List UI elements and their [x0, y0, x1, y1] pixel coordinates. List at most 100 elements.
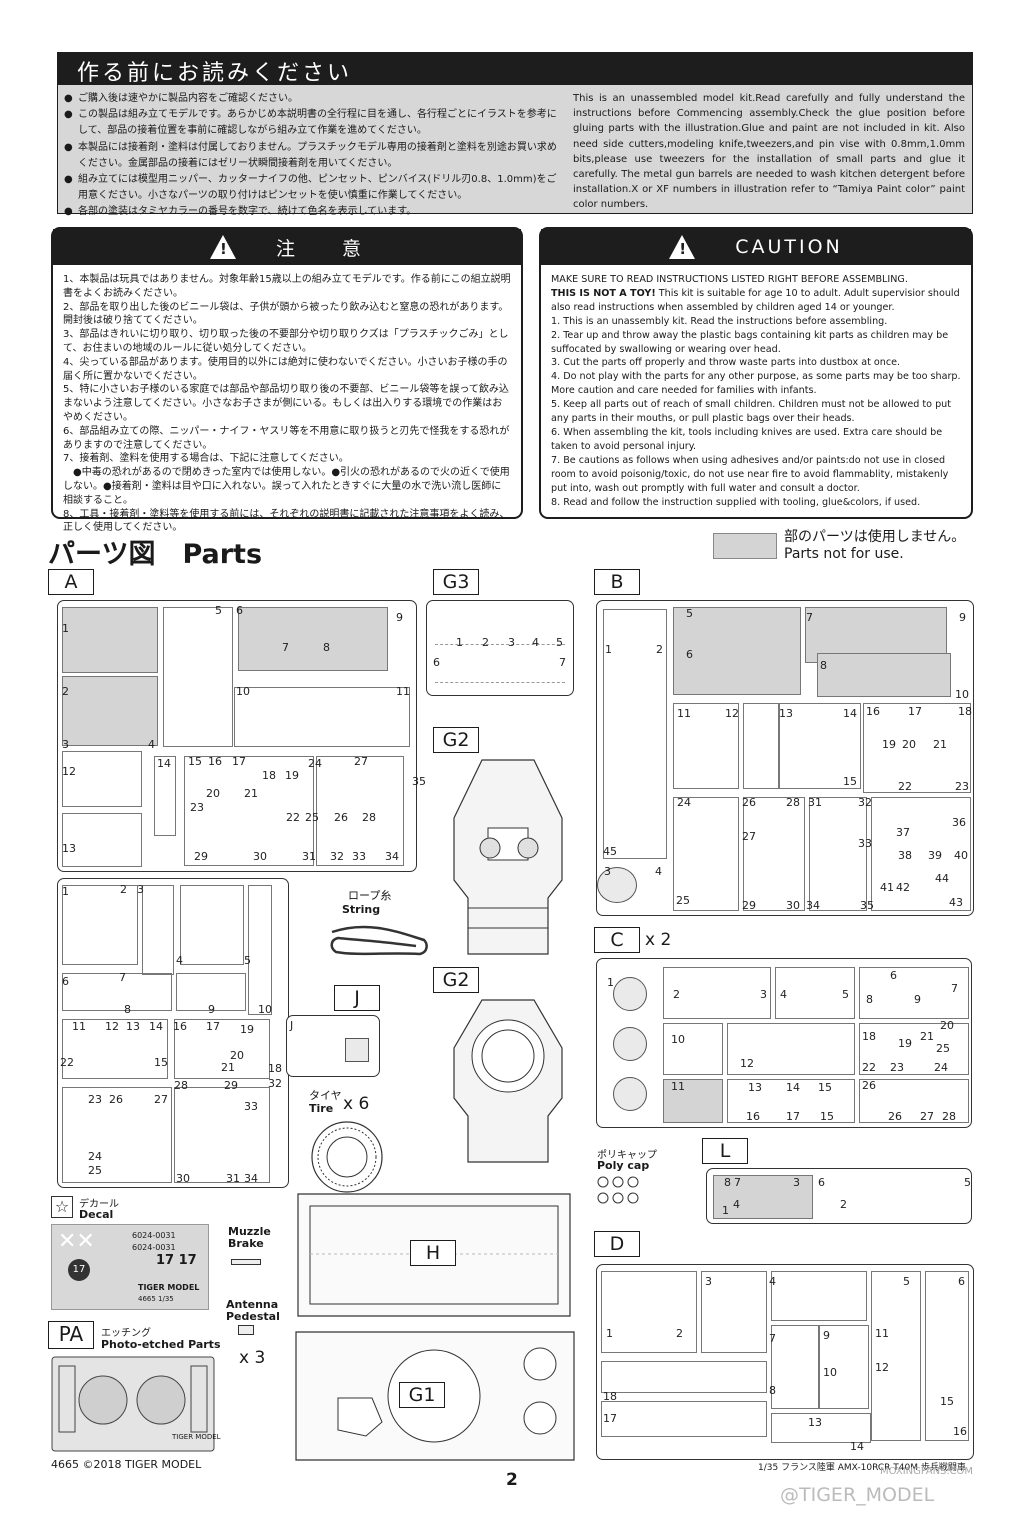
- sprue-a-upper: [57, 600, 417, 872]
- part-number: 1: [456, 636, 463, 649]
- part-b3: [597, 867, 637, 903]
- parts-a-l28-34: [174, 1087, 270, 1183]
- part-number: 5: [903, 1275, 910, 1288]
- part-number: 8: [769, 1384, 776, 1397]
- antenna-pedestal-part: [238, 1325, 254, 1335]
- parts-b16-23: [863, 703, 971, 793]
- part-number: 23: [955, 780, 969, 793]
- string-label-en: String: [342, 903, 381, 916]
- warning-jp-line: 7、接着剤、塗料を使用する場合は、下記に注意してください。: [63, 453, 349, 465]
- part-number: 15: [818, 1081, 832, 1094]
- part-number: 30: [176, 1172, 190, 1185]
- parts-c15-28: [859, 1079, 969, 1123]
- part-a-l1: [62, 885, 138, 965]
- part-number: 6: [890, 969, 897, 982]
- part-number: 8: [820, 659, 827, 672]
- string-drawing: [330, 925, 428, 956]
- part-number: 5: [964, 1176, 971, 1189]
- part-number: 45: [603, 845, 617, 858]
- decal-code: 6024-0031: [132, 1243, 176, 1252]
- sprue-l: [706, 1168, 972, 1224]
- sprue-c: [596, 958, 972, 1128]
- part-number: 18: [862, 1030, 876, 1043]
- warning-jp-line: 6、部品組み立ての際、ニッパー・ナイフ・ヤスリ等を不用意に取り扱うと刃先で怪我を…: [63, 425, 510, 451]
- part-c12: [727, 1023, 855, 1075]
- part-number: 41: [880, 881, 894, 894]
- pe-label-jp: エッチング: [101, 1328, 151, 1339]
- part-number: 13: [126, 1020, 140, 1033]
- part-number: 31: [226, 1172, 240, 1185]
- part-number: 29: [224, 1079, 238, 1092]
- sprue-label-d: D: [594, 1231, 640, 1257]
- parts-a-l23-27: [62, 1087, 172, 1183]
- part-b11: [673, 703, 739, 789]
- part-number: 13: [748, 1081, 762, 1094]
- part-number: 6: [62, 975, 69, 988]
- wheel-c1a: [613, 977, 647, 1011]
- warning-en-line: 4. Do not play with the parts for any ot…: [551, 371, 961, 397]
- part-number: 25: [936, 1042, 950, 1055]
- intro-panel: ご購入後は速やかに製品内容をご確認ください。 この製品は組み立てモデルです。あら…: [57, 84, 973, 221]
- part-number: 1: [62, 885, 69, 898]
- warning-jp-title: 注 意: [275, 237, 364, 260]
- part-b24-25: [673, 797, 739, 911]
- part-d3: [701, 1271, 767, 1353]
- warning-icon: !: [669, 235, 696, 259]
- parts-c6-9: [859, 967, 969, 1019]
- part-number: 3: [62, 738, 69, 751]
- warning-en-line: 2. Tear up and throw away the plastic ba…: [551, 329, 949, 355]
- part-number: 24: [88, 1150, 102, 1163]
- part-number: 2: [676, 1327, 683, 1340]
- part-number: 26: [109, 1093, 123, 1106]
- muzzle-label-2: Brake: [228, 1237, 264, 1250]
- warning-jp-line: 8、工具・接着剤・塗料等を使用する前には、それぞれの説明書に記載された注意事項を…: [63, 508, 510, 534]
- parts-c13-17: [727, 1079, 855, 1123]
- part-number: 37: [896, 826, 910, 839]
- polycap-label-en: Poly cap: [597, 1159, 650, 1172]
- part-number: 18: [268, 1062, 282, 1075]
- part-d6: [925, 1271, 969, 1441]
- part-number: 17: [603, 1412, 617, 1425]
- parts-l7-8: [713, 1175, 813, 1219]
- parts-l1-6: [817, 1175, 967, 1219]
- parts-g3-row1: [435, 621, 565, 645]
- sprue-label-a: A: [48, 569, 94, 595]
- part-j20: [345, 1038, 369, 1062]
- parts-d13-14: [771, 1413, 871, 1443]
- parts-c4-5: [775, 967, 855, 1019]
- part-number: 39: [928, 849, 942, 862]
- sprue-label-h: H: [410, 1240, 456, 1266]
- part-number: 28: [786, 796, 800, 809]
- part-number: 13: [808, 1416, 822, 1429]
- part-number: 9: [914, 993, 921, 1006]
- part-number: 17: [206, 1020, 220, 1033]
- intro-jp-item: この製品は組み立てモデルです。あらかじめ本説明書の全行程に目を通し、各行程ごとに…: [64, 107, 562, 139]
- part-number: 2: [482, 636, 489, 649]
- part-number: 5: [842, 988, 849, 1001]
- parts-d7-8: [771, 1325, 819, 1409]
- part-number: 2: [62, 685, 69, 698]
- watermark-site: MOXINGFANS.COM: [880, 1466, 974, 1477]
- part-number: 7: [734, 1176, 741, 1189]
- part-number: 9: [823, 1329, 830, 1342]
- part-number: 27: [354, 755, 368, 768]
- part-number: 9: [959, 611, 966, 624]
- parts-d1-2: [601, 1271, 697, 1353]
- part-number: 17: [232, 755, 246, 768]
- part-number: 4: [176, 954, 183, 967]
- part-number: 13: [779, 707, 793, 720]
- intro-en-text: This is an unassembled model kit.Read ca…: [573, 93, 965, 211]
- footer-product: 1/35 フランス陸軍 AMX-10RCR T40M 歩兵戦闘車: [758, 1463, 966, 1473]
- intro-jp-item: 組み立てには模型用ニッパー、カッターナイフの他、ピンセット、ピンバイス(ドリル刃…: [64, 172, 562, 204]
- part-a13: [62, 813, 142, 867]
- part-number: 15: [843, 775, 857, 788]
- part-number: 20: [940, 1019, 954, 1032]
- part-number: 30: [253, 850, 267, 863]
- warning-en-line: 8. Read and follow the instruction suppl…: [551, 496, 921, 508]
- parts-c18-25: [859, 1023, 969, 1075]
- part-number: 10: [236, 685, 250, 698]
- part-number: 3: [793, 1176, 800, 1189]
- part-b8: [817, 653, 951, 697]
- part-number: 29: [742, 899, 756, 912]
- part-number: 1: [605, 643, 612, 656]
